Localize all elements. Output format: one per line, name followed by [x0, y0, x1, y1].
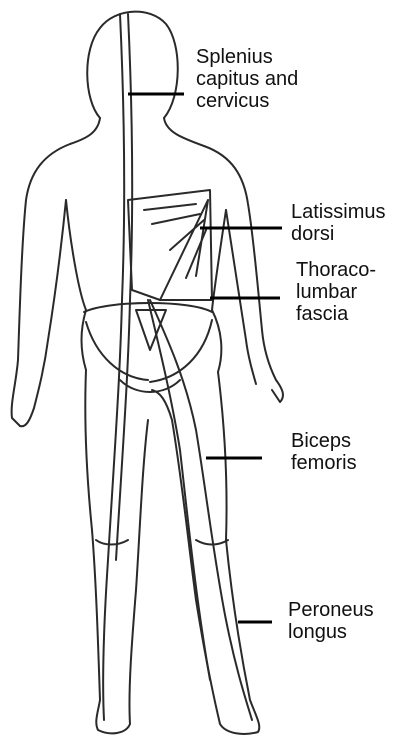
lat-arrow — [160, 200, 208, 300]
spine-line-2 — [116, 14, 132, 560]
right-leg-outer — [152, 372, 259, 734]
left-arm-inner — [20, 200, 66, 426]
left-buttock — [86, 322, 148, 380]
label-splenius: Splenius capitus and cervicus — [196, 46, 298, 112]
torso-left-side — [66, 200, 86, 370]
label-peroneus-longus: Peroneus longus — [288, 599, 374, 643]
head-outline — [87, 12, 178, 118]
hamstring-line — [150, 300, 252, 720]
neck-shoulder-outline — [12, 118, 100, 426]
hamstring-line-2 — [148, 300, 210, 680]
torso-right-side — [212, 210, 226, 372]
knee-left — [96, 540, 128, 545]
neck-shoulder-outline-right — [164, 118, 283, 402]
label-biceps-femoris: Biceps femoris — [291, 430, 357, 474]
label-latissimus: Latissimus dorsi — [291, 201, 385, 245]
label-thoracolumbar: Thoraco- lumbar fascia — [296, 259, 376, 325]
